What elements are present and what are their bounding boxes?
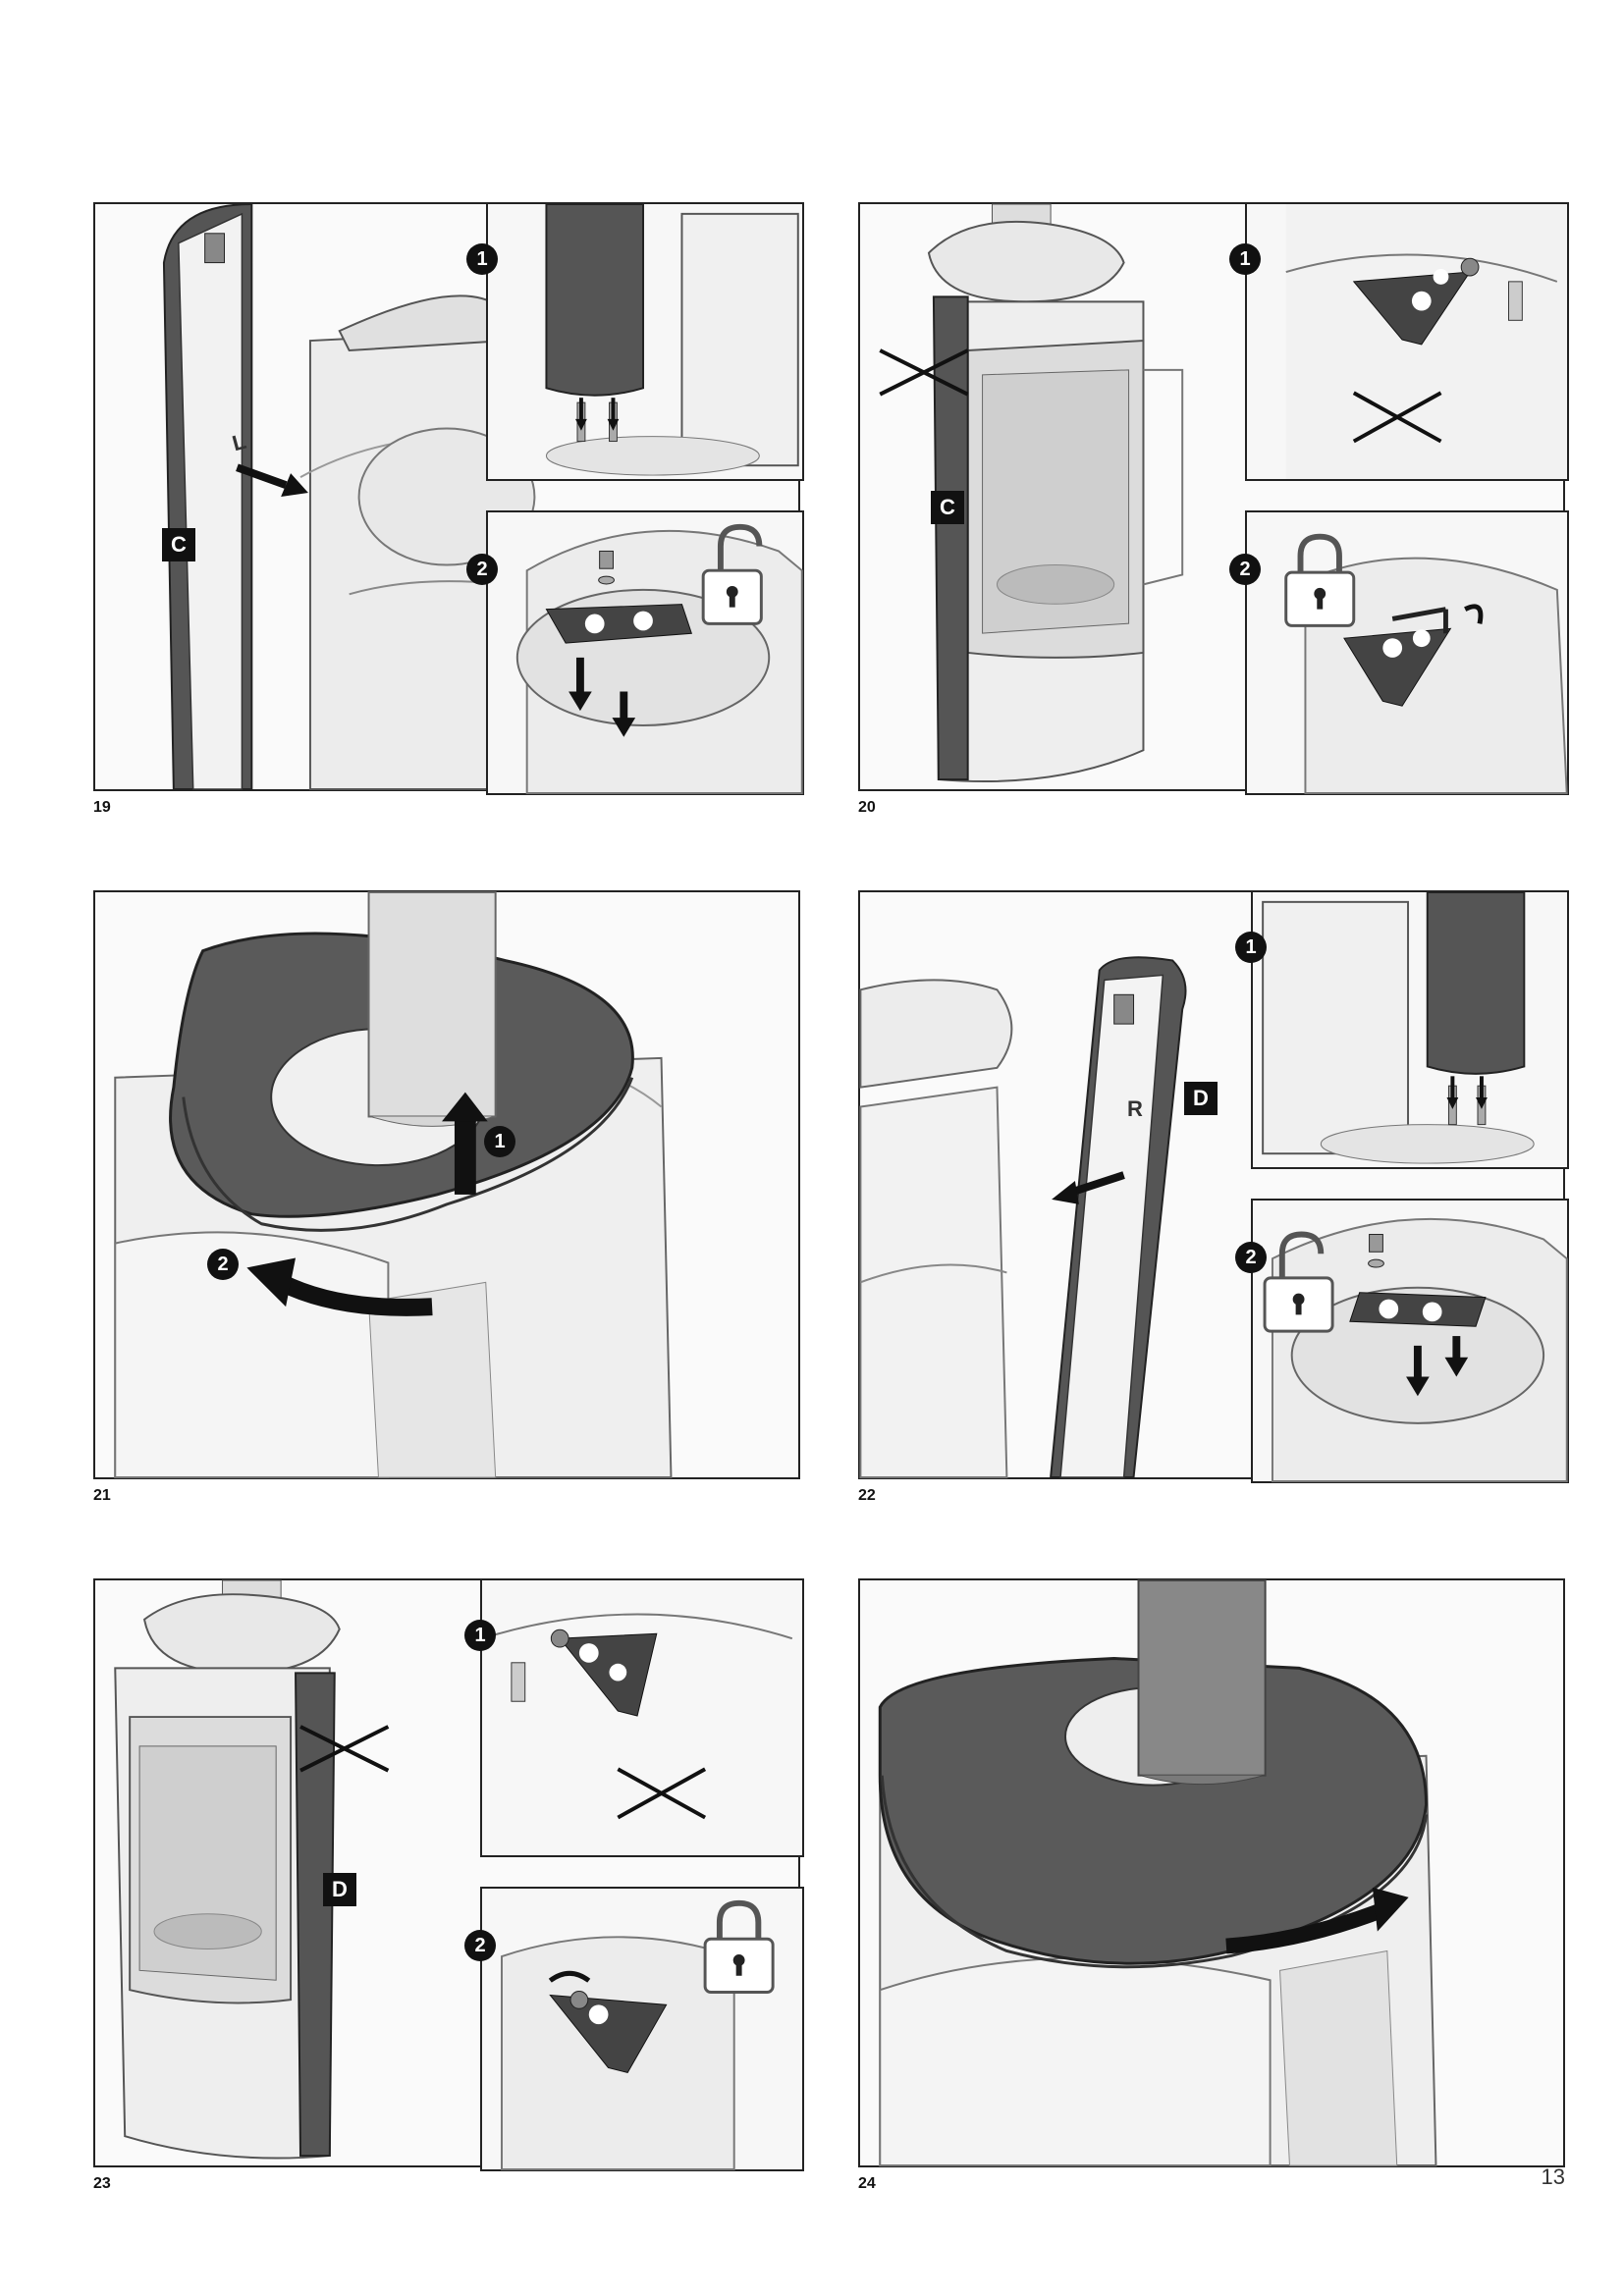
inset-2: 2 [466,510,804,795]
inset-2: 2 [1235,1199,1569,1483]
panel-label: C [931,491,964,524]
inset-2: 2 [1229,510,1569,795]
stove-right-panel-illustration [859,956,1187,1478]
step-1-badge: 1 [464,1620,496,1651]
stove-side-panel-illustration [162,203,536,790]
figure-number: 19 [93,799,111,816]
panel-label: C [162,528,195,561]
inset-1: 1 [1229,202,1569,481]
inset-1: 1 [464,1578,804,1857]
step-2-badge: 2 [1235,1242,1267,1273]
figure-number: 20 [858,799,876,816]
inset-1: 1 [1235,890,1569,1169]
top-plate-removal-illustration [114,891,673,1478]
arrow-letter: R [1127,1096,1143,1121]
step-1-badge: 1 [1235,932,1267,963]
step-2-badge: 2 [466,554,498,585]
figure-24 [858,1578,1565,2167]
figure-22: D R 1 [858,890,1569,1483]
page-number: 13 [1541,2164,1565,2189]
figure-20: C 1 2 [858,202,1569,795]
inset-2: 2 [464,1887,804,2171]
step-1-badge: 1 [1229,243,1261,275]
step-1-badge: 1 [484,1126,515,1157]
stove-front-illustration [879,203,1184,783]
step-2-badge: 2 [1229,554,1261,585]
figure-23: D 1 2 [93,1578,804,2171]
figure-number: 24 [858,2175,876,2192]
figure-number: 22 [858,1487,876,1504]
figure-19: C L 1 [93,202,804,795]
stove-front-panel-d-illustration [114,1579,390,2160]
step-2-badge: 2 [464,1930,496,1961]
panel-label: D [323,1873,356,1906]
figure-21: 1 2 [93,890,800,1479]
panel-label: D [1184,1082,1218,1115]
step-1-badge: 1 [466,243,498,275]
figure-number: 23 [93,2175,111,2192]
top-plate-installation-illustration [878,1579,1437,2166]
step-2-badge: 2 [207,1249,239,1280]
inset-1: 1 [466,202,804,481]
figure-number: 21 [93,1487,111,1504]
